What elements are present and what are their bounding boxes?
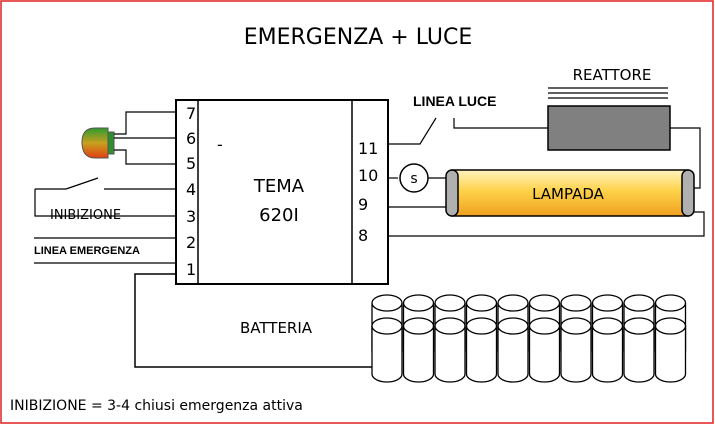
battery-wire [134,273,372,368]
footnote: INIBIZIONE = 3-4 chiusi emergenza attiva [10,398,303,414]
sensor-label: s [410,171,417,187]
lamp-tube: LAMPADA [445,169,695,217]
linea-emergenza-label: LINEA EMERGENZA [34,245,140,257]
pin-5: 5 [186,154,196,173]
battery-cell [623,317,655,383]
battery-cell [591,317,624,383]
batteria-label: BATTERIA [240,319,313,337]
module-name-line2: 620I [259,205,299,226]
inhibition-switch [34,177,176,217]
pin-2: 2 [186,233,196,252]
pin-1: 1 [186,260,196,279]
lamp-wiring [388,206,705,237]
module-name-line1: TEMA [253,176,305,197]
pin-10: 10 [358,166,378,185]
battery-cell [497,317,529,383]
reattore-label: REATTORE [573,66,652,84]
inibizione-label: INIBIZIONE [50,208,121,223]
battery-pack [371,294,687,383]
linea-luce-wires [388,117,548,145]
pin-9: 9 [358,195,368,214]
battery-cell [654,317,687,383]
pin-11: 11 [358,139,378,158]
lampada-label: LAMPADA [532,185,605,203]
battery-cell [560,317,592,383]
module-dash: - [217,135,223,154]
pin-7: 7 [186,104,196,123]
led-icon [81,127,115,159]
pin-8: 8 [358,226,368,245]
reactor-to-lamp-wire [670,127,701,189]
pin-6: 6 [186,129,196,148]
diagram-title: EMERGENZA + LUCE [244,25,473,50]
linea-emergenza-wires [34,237,176,264]
reactor-symbol [547,87,671,151]
led-wiring [114,111,176,165]
right-pins: 11 10 9 8 [358,139,378,245]
pin-3: 3 [186,207,196,226]
left-pins: 7 6 5 4 3 2 1 [186,104,196,279]
battery-cell [465,317,498,383]
battery-cell [434,317,466,383]
linea-luce-label: LINEA LUCE [413,93,496,109]
battery-cell [371,317,403,383]
battery-cell [402,317,435,383]
battery-cell [528,317,561,383]
pin-4: 4 [186,180,196,199]
tema-module: - TEMA 620I [175,99,389,285]
